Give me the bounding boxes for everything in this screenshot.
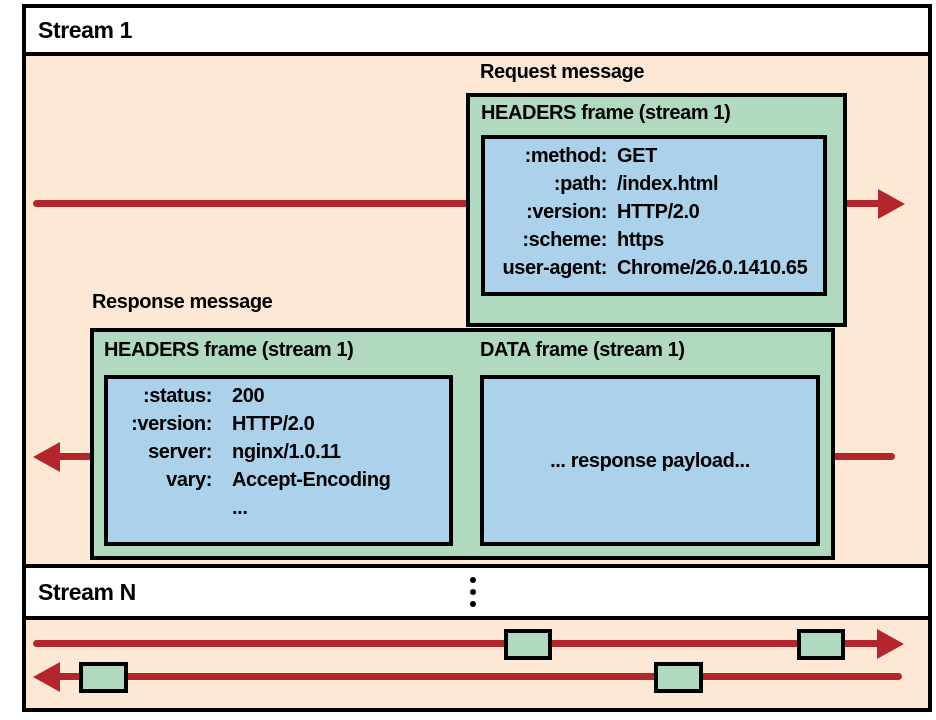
- header-value: Accept-Encoding: [232, 469, 391, 491]
- left-arrow-icon: [33, 662, 60, 692]
- header-row: :status: 200: [108, 382, 449, 410]
- response-headers-frame-title: HEADERS frame (stream 1): [104, 339, 354, 361]
- streamN-lane: [22, 616, 932, 712]
- header-row: :version: HTTP/2.0: [485, 198, 823, 226]
- header-row: vary: Accept-Encoding: [108, 466, 449, 494]
- request-headers-frame-title: HEADERS frame (stream 1): [481, 102, 731, 124]
- vertical-ellipsis-icon: [470, 577, 476, 607]
- header-value: ...: [232, 497, 248, 519]
- request-message-label: Request message: [480, 61, 645, 83]
- streamN-arrow-line-right: [33, 640, 878, 647]
- header-row: :version: HTTP/2.0: [108, 410, 449, 438]
- header-value: GET: [617, 145, 657, 167]
- request-arrow-line-right: [845, 200, 881, 207]
- header-row: server: nginx/1.0.11: [108, 438, 449, 466]
- header-value: Chrome/26.0.1410.65: [617, 257, 808, 279]
- header-key: [108, 494, 212, 522]
- response-arrow-line-right: [835, 453, 895, 460]
- streamN-frame-chip: [654, 662, 703, 693]
- response-arrow-line-left: [58, 453, 90, 460]
- header-value: 200: [232, 385, 265, 407]
- header-key: :path:: [553, 173, 608, 195]
- header-key: :status:: [142, 385, 212, 407]
- response-message-label: Response message: [92, 291, 273, 313]
- header-row: :path: /index.html: [485, 170, 823, 198]
- header-key: :method:: [524, 145, 608, 167]
- header-value: HTTP/2.0: [617, 201, 700, 223]
- header-value: /index.html: [617, 173, 719, 195]
- stream1-label: Stream 1: [38, 17, 132, 43]
- response-payload-text: ... response payload...: [550, 449, 750, 472]
- header-row: :method: GET: [485, 142, 823, 170]
- header-key: user-agent:: [502, 257, 607, 279]
- response-data-payload-box: ... response payload...: [480, 375, 820, 546]
- header-value: HTTP/2.0: [232, 413, 315, 435]
- response-headers-payload-box: [104, 375, 453, 546]
- header-key: server:: [148, 441, 212, 463]
- header-value: https: [617, 229, 664, 251]
- streamN-label: Stream N: [38, 579, 136, 605]
- right-arrow-icon: [877, 629, 904, 659]
- response-headers-list: :status: 200 :version: HTTP/2.0 server: …: [108, 382, 449, 522]
- response-data-frame-title: DATA frame (stream 1): [480, 339, 685, 361]
- streamN-frame-chip: [79, 662, 128, 693]
- stream1-label-box: Stream 1: [22, 4, 932, 56]
- header-key: :version:: [131, 413, 212, 435]
- header-key: vary:: [166, 469, 212, 491]
- header-row: :scheme: https: [485, 226, 823, 254]
- left-arrow-icon: [33, 442, 60, 472]
- header-row: user-agent: Chrome/26.0.1410.65: [485, 254, 823, 282]
- header-row: ...: [108, 494, 449, 522]
- header-key: :scheme:: [522, 229, 607, 251]
- request-headers-list: :method: GET :path: /index.html :version…: [485, 142, 823, 282]
- right-arrow-icon: [878, 189, 905, 219]
- streamN-frame-chip: [504, 629, 552, 660]
- request-arrow-line-left: [33, 200, 466, 207]
- streamN-label-box: Stream N: [22, 564, 932, 620]
- header-value: nginx/1.0.11: [232, 441, 341, 463]
- streamN-arrow-line-left: [58, 673, 902, 680]
- header-key: :version:: [526, 201, 607, 223]
- streamN-frame-chip: [797, 629, 845, 660]
- request-headers-payload-box: [481, 135, 827, 296]
